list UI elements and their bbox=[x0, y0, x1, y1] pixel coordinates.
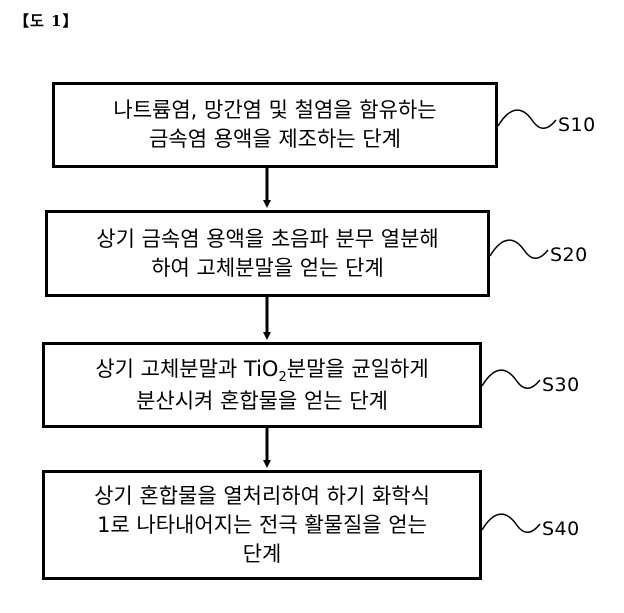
step-box-s40: 상기 혼합물을 열처리하여 하기 화학식 1로 나타내어지는 전극 활물질을 얻… bbox=[42, 470, 482, 580]
step-text: 분산시켜 혼합물을 얻는 단계 bbox=[136, 388, 388, 413]
subscript-text: 2 bbox=[278, 369, 287, 385]
step-text-part: 상기 고체분말과 TiO bbox=[95, 356, 279, 381]
leader-s20 bbox=[489, 239, 549, 259]
step-box-s10: 나트륨염, 망간염 및 철염을 함유하는 금속염 용액을 제조하는 단계 bbox=[52, 82, 498, 168]
step-text: 상기 고체분말과 TiO2분말을 균일하게 bbox=[95, 355, 428, 387]
step-text: 하여 고체분말을 얻는 단계 bbox=[151, 255, 384, 280]
step-text: 1로 나타내어지는 전극 활물질을 얻는 bbox=[97, 512, 427, 537]
step-text: 단계 bbox=[242, 541, 282, 566]
step-text-part: 분말을 균일하게 bbox=[286, 356, 429, 381]
leader-s40 bbox=[481, 513, 541, 533]
step-id-s30: S30 bbox=[542, 374, 580, 396]
step-id-s10: S10 bbox=[558, 114, 596, 136]
step-text: 상기 금속염 용액을 초음파 분무 열분해 bbox=[96, 226, 439, 251]
step-box-s20: 상기 금속염 용액을 초음파 분무 열분해 하여 고체분말을 얻는 단계 bbox=[45, 210, 490, 297]
leader-s10 bbox=[497, 109, 557, 129]
step-text: 상기 혼합물을 열처리하여 하기 화학식 bbox=[94, 483, 430, 508]
leader-s30 bbox=[481, 369, 541, 389]
step-text: 나트륨염, 망간염 및 철염을 함유하는 bbox=[113, 98, 437, 122]
step-box-s30: 상기 고체분말과 TiO2분말을 균일하게 분산시켜 혼합물을 얻는 단계 bbox=[42, 342, 482, 428]
figure-label: 【도 1】 bbox=[14, 12, 79, 30]
step-text: 금속염 용액을 제조하는 단계 bbox=[149, 127, 401, 151]
step-id-s20: S20 bbox=[550, 244, 588, 266]
step-id-s40: S40 bbox=[542, 518, 580, 540]
